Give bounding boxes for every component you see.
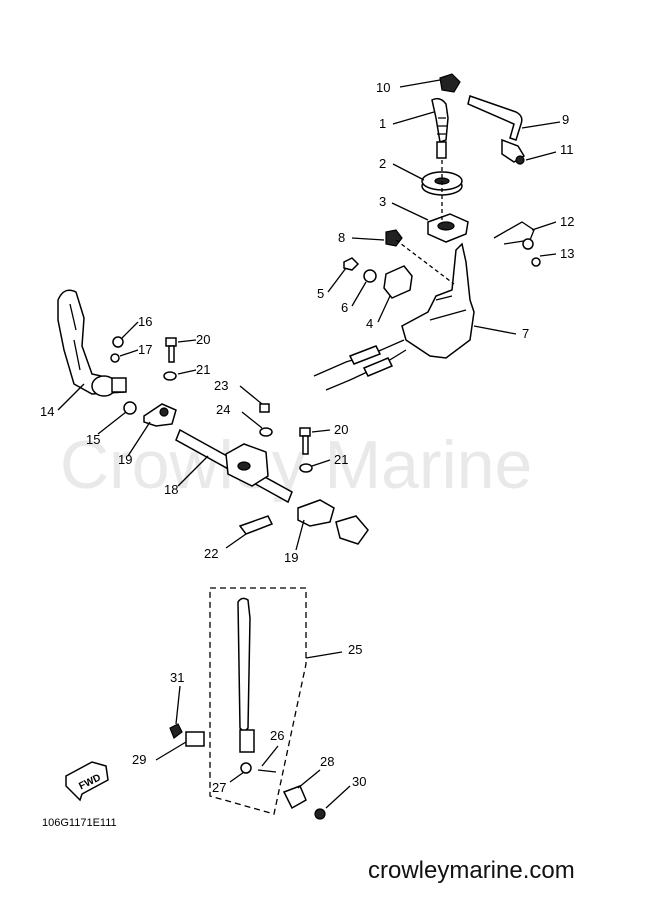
part-17-washer (110, 353, 120, 363)
callout-19-upper: 19 (118, 452, 132, 467)
part-14-lever (57, 289, 125, 395)
callout-24: 24 (216, 402, 230, 417)
callout-18: 18 (164, 482, 178, 497)
middle-assembly (57, 289, 369, 545)
leader-lines (57, 79, 561, 809)
callout-5: 5 (317, 286, 324, 301)
callout-21-lower: 21 (334, 452, 348, 467)
part-9-rod (467, 95, 523, 141)
part-knob (335, 515, 369, 545)
callout-9: 9 (562, 112, 569, 127)
callout-12: 12 (560, 214, 574, 229)
fwd-arrow: FWD (65, 761, 109, 802)
callout-15: 15 (86, 432, 100, 447)
callout-20-lower: 20 (334, 422, 348, 437)
callout-17: 17 (138, 342, 152, 357)
part-1-shaft (431, 97, 449, 143)
part-6-washer (363, 269, 377, 283)
footer-url: crowleymarine.com (368, 857, 575, 884)
part-8-nut (385, 229, 403, 247)
callout-21-upper: 21 (196, 362, 210, 377)
callout-25: 25 (348, 642, 362, 657)
callout-11: 11 (560, 142, 574, 157)
callout-28: 28 (320, 754, 334, 769)
part-31-nut (169, 723, 183, 739)
callout-14: 14 (40, 404, 54, 419)
callout-22: 22 (204, 546, 218, 561)
callout-10: 10 (376, 80, 390, 95)
callouts: 10 1 9 11 2 3 12 8 13 5 6 4 7 16 17 20 2… (40, 80, 574, 795)
part-20-bolt-b (299, 427, 311, 437)
part-5-bolt (343, 257, 360, 271)
callout-8: 8 (338, 230, 345, 245)
callout-20-upper: 20 (196, 332, 210, 347)
callout-27: 27 (212, 780, 226, 795)
lower-assembly (169, 587, 326, 820)
part-19-arm-b (297, 499, 335, 527)
part-25-rod (237, 597, 251, 734)
part-23-bolt (259, 403, 270, 413)
part-13-clip (522, 238, 534, 250)
callout-4: 4 (366, 316, 373, 331)
part-29-clip (185, 731, 205, 747)
callout-23: 23 (214, 378, 228, 393)
callout-26: 26 (270, 728, 284, 743)
callout-16: 16 (138, 314, 152, 329)
callout-7: 7 (522, 326, 529, 341)
cable-b (325, 349, 407, 391)
group-25-box (209, 587, 307, 815)
part-21-washer-a (163, 371, 177, 381)
part-1-pin (436, 141, 447, 159)
part-22-plate (238, 515, 274, 535)
callout-19-lower: 19 (284, 550, 298, 565)
callout-30: 30 (352, 774, 366, 789)
part-15-washer (123, 401, 137, 415)
callout-1: 1 (379, 116, 386, 131)
part-30-screw (314, 808, 326, 820)
callout-13: 13 (560, 246, 574, 261)
callout-3: 3 (379, 194, 386, 209)
part-27 (240, 762, 252, 774)
part-4-bracket (383, 265, 413, 299)
part-24-washer (259, 427, 273, 437)
part-19-arm-a (143, 403, 177, 427)
callout-31: 31 (170, 670, 184, 685)
callout-6: 6 (341, 300, 348, 315)
part-10-nut (439, 73, 461, 93)
callout-2: 2 (379, 156, 386, 171)
part-7-bracket (401, 242, 475, 359)
callout-29: 29 (132, 752, 146, 767)
upper-right-assembly (313, 73, 541, 391)
part-28-clip (282, 785, 307, 810)
part-26-pin (257, 769, 277, 773)
part-16-screw (112, 336, 124, 348)
diagram-code: 106G1171E111 (42, 817, 117, 829)
part-21-washer-b (299, 463, 313, 473)
part-20-bolt-a (165, 337, 177, 347)
